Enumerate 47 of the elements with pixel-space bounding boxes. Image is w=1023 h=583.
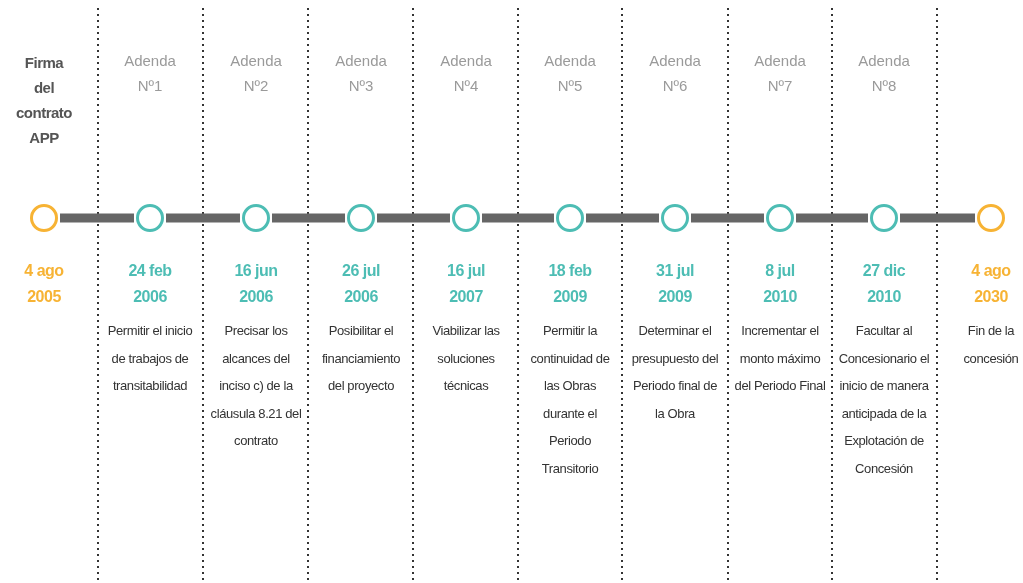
description-text: Permitir el inicio de trabajos de transitabilidad	[106, 322, 194, 395]
description-text: Incrementar el monto máximo del Periodo Final	[733, 322, 827, 395]
milestone-circle	[136, 204, 164, 232]
date-label: 31 jul 2009	[655, 261, 695, 307]
milestone-heading: Adenda Nº5	[543, 51, 597, 96]
description-text: Determinar el presupuesto del Periodo final de la Obra	[630, 322, 720, 423]
milestone-heading: Adenda Nº2	[229, 51, 283, 96]
timeline-segment	[482, 213, 554, 223]
milestone-circle	[347, 204, 375, 232]
date-label: 4 ago 2005	[23, 261, 65, 307]
milestone-circle	[661, 204, 689, 232]
description-text: Posibilitar el financiamiento del proyecto	[320, 322, 402, 395]
date-label: 24 feb 2006	[127, 261, 173, 307]
date-label: 4 ago 2030	[970, 261, 1012, 307]
date-label: 16 jul 2007	[446, 261, 486, 307]
timeline-segment	[586, 213, 659, 223]
timeline-segment	[166, 213, 240, 223]
description-text: Viabilizar las soluciones técnicas	[431, 322, 501, 395]
timeline-segment	[272, 213, 345, 223]
date-label: 18 feb 2009	[547, 261, 593, 307]
milestone-circle	[870, 204, 898, 232]
timeline-segment	[60, 213, 134, 223]
date-label: 16 jun 2006	[233, 261, 279, 307]
milestone-heading: Adenda Nº7	[753, 51, 807, 96]
timeline-segment	[796, 213, 868, 223]
date-label: 27 dic 2010	[861, 261, 907, 307]
milestone-circle	[452, 204, 480, 232]
description-text: Permitir la continuidad de las Obras durante el Periodo Transitorio	[529, 322, 611, 478]
description-text: Precisar los alcances del inciso c) de la cláusula 8.21 del contrato	[209, 322, 303, 450]
milestone-heading: Adenda Nº6	[648, 51, 702, 96]
milestone-circle	[556, 204, 584, 232]
timeline-segment	[900, 213, 975, 223]
timeline-segment	[691, 213, 764, 223]
milestone-heading: Adenda Nº3	[334, 51, 388, 96]
milestone-circle	[766, 204, 794, 232]
milestone-heading: Firma del contrato APP	[15, 53, 73, 148]
milestone-heading: Adenda Nº8	[857, 51, 911, 96]
milestone-circle	[242, 204, 270, 232]
timeline-segment	[377, 213, 450, 223]
date-label: 8 jul 2010	[762, 261, 798, 307]
date-label: 26 jul 2006	[341, 261, 381, 307]
milestone-circle	[977, 204, 1005, 232]
description-text: Fin de la concesión	[962, 322, 1020, 368]
milestone-heading: Adenda Nº4	[439, 51, 493, 96]
description-text: Facultar al Concesionario el inicio de manera anticipada de la Explotación de Concesión	[837, 322, 931, 478]
milestone-heading: Adenda Nº1	[123, 51, 177, 96]
milestone-circle	[30, 204, 58, 232]
